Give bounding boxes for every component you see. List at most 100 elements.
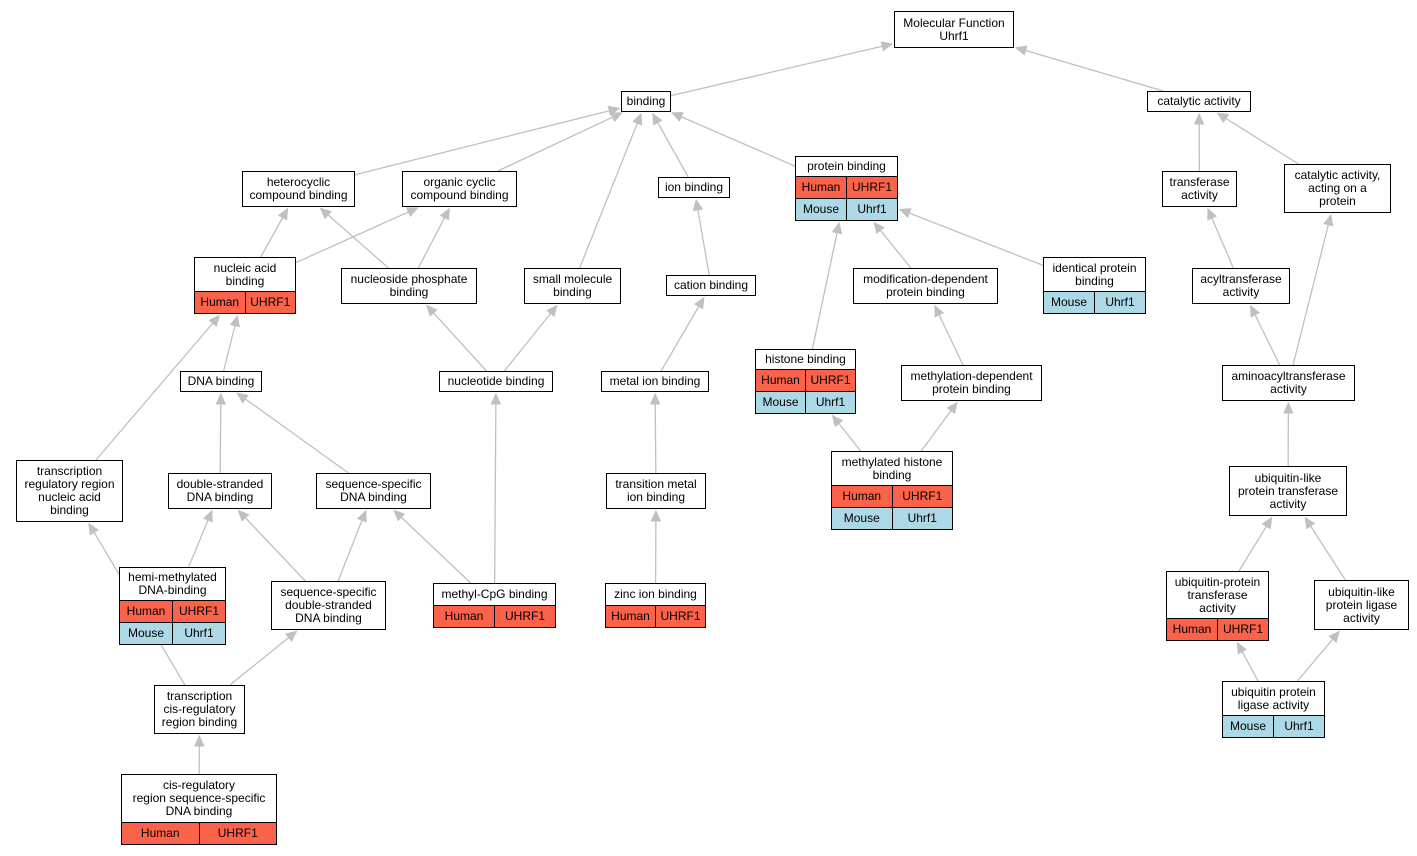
go-term-label: transcription cis-regulatory region bind…: [161, 689, 238, 729]
arrowhead-methdep-to-moddep: [934, 304, 945, 318]
annotation-gene: Uhrf1: [1273, 716, 1324, 737]
arrowhead-smallmol-to-binding: [632, 112, 643, 126]
edge-dna-to-nucleic: [222, 325, 236, 372]
arrowhead-ssdna-to-dna: [236, 392, 249, 404]
go-term-label: ubiquitin-protein transferase activity: [1174, 574, 1261, 615]
go-term-node-dsdna: double-stranded DNA binding: [168, 473, 272, 509]
go-term-node-metal: metal ion binding: [601, 371, 709, 392]
arrowhead-methhist-to-methdep: [946, 401, 958, 415]
edge-smallmol-to-binding: [579, 122, 638, 269]
go-term-label: organic cyclic compound binding: [410, 175, 509, 202]
annotation-species: Human: [1172, 622, 1212, 636]
edge-ubprotligase-to-ubprottrans: [1241, 651, 1259, 682]
go-term-node-nucleoside: nucleoside phosphate binding: [341, 268, 477, 304]
annotation-species: Mouse: [843, 511, 880, 525]
edge-histone-to-protein: [811, 232, 838, 350]
arrowhead-nucleotide-to-smallmol: [546, 304, 558, 318]
annotation-gene: Uhrf1: [846, 199, 897, 220]
go-term-label: ubiquitin-like protein transferase activ…: [1237, 470, 1339, 511]
edge-binding-to-mf: [670, 45, 883, 97]
arrowhead-transcis-to-ssdsdna: [285, 630, 298, 642]
go-term-node-ion: ion binding: [658, 177, 730, 198]
go-term-node-nucleotide: nucleotide binding: [439, 371, 553, 392]
edge-ubprottrans-to-ubllike: [1238, 525, 1267, 572]
annotation-species: Human: [200, 295, 240, 309]
arrowhead-metal-to-cation: [694, 296, 705, 310]
arrowhead-catalytic-to-mf: [1014, 45, 1028, 56]
go-term-label: double-stranded DNA binding: [176, 477, 264, 504]
arrowhead-transferase-to-catalytic: [1193, 112, 1205, 125]
edge-ssdsdna-to-ssdna: [337, 519, 363, 582]
arrowhead-aminoacyl-to-catprotein: [1323, 213, 1334, 227]
arrowhead-organic-to-binding: [610, 112, 623, 123]
edge-nucleoside-to-organic: [417, 217, 446, 269]
go-term-node-transferase: transferase activity: [1162, 171, 1237, 207]
edge-methcpg-to-nucleotide: [494, 403, 497, 584]
arrowhead-trreg-to-nucleic: [208, 314, 221, 327]
go-term-label: modification-dependent protein binding: [863, 272, 988, 299]
edge-methhist-to-methdep: [920, 410, 952, 452]
annotation-gene: UHRF1: [655, 606, 705, 627]
annotation-species: Human: [761, 373, 800, 387]
go-term-label: ubiquitin protein ligase activity: [1231, 684, 1316, 712]
annotation-gene: Uhrf1: [891, 508, 953, 529]
arrowhead-nucleoside-to-organic: [439, 207, 450, 221]
annotation-gene: UHRF1: [1217, 619, 1268, 640]
go-term-label: Molecular Function Uhrf1: [903, 15, 1005, 43]
arrowhead-transmetal-to-metal: [649, 392, 661, 405]
go-term-label: zinc ion binding: [614, 587, 697, 601]
arrowhead-catprotein-to-catalytic: [1216, 112, 1230, 124]
arrowhead-moddep-to-protein: [873, 221, 885, 235]
edge-methdep-to-moddep: [938, 314, 964, 366]
go-term-node-cisreg: cis-regulatory region sequence-specific …: [121, 774, 277, 845]
go-term-label: protein binding: [807, 159, 886, 173]
edge-ubprotligase-to-ubligase: [1297, 638, 1334, 682]
go-term-label: sequence-specific double-stranded DNA bi…: [280, 585, 377, 625]
annotation-gene: Uhrf1: [172, 623, 225, 644]
arrowhead-identical-to-protein: [898, 208, 912, 219]
edge-hemi-to-dsdna: [188, 519, 209, 568]
annotation-species: Human: [140, 826, 180, 840]
arrowhead-histone-to-protein: [831, 221, 843, 235]
go-term-label: cation binding: [673, 278, 749, 292]
edge-protein-to-binding: [680, 116, 796, 167]
arrowhead-methhist-to-histone: [831, 414, 844, 428]
annotation-row-human: Human UHRF1: [1167, 618, 1268, 640]
edge-cation-to-ion: [697, 209, 710, 276]
go-term-label: methylation-dependent protein binding: [910, 369, 1033, 396]
go-term-node-dna: DNA binding: [180, 371, 262, 392]
go-term-label: nucleoside phosphate binding: [350, 272, 468, 299]
go-term-label: methylated histone binding: [841, 454, 943, 482]
arrowhead-methcpg-to-nucleotide: [490, 392, 502, 405]
arrowhead-aminoacyl-to-acyl: [1250, 304, 1261, 318]
edge-dsdna-to-dna: [219, 403, 222, 474]
edge-catprotein-to-catalytic: [1225, 117, 1299, 165]
arrowhead-ion-to-binding: [652, 112, 663, 126]
annotation-species: Mouse: [1229, 719, 1267, 733]
edge-nucleic-to-heterocyclic: [260, 217, 284, 258]
arrowhead-protein-to-binding: [670, 112, 684, 122]
go-term-label: acyltransferase activity: [1200, 272, 1282, 299]
annotation-species: Human: [611, 609, 650, 623]
go-term-node-transcis: transcription cis-regulatory region bind…: [154, 685, 245, 734]
edge-identical-to-protein: [908, 212, 1044, 266]
edge-organic-to-binding: [497, 116, 614, 172]
go-term-label: transition metal ion binding: [615, 477, 697, 504]
go-term-label: nucleotide binding: [447, 374, 545, 388]
arrowhead-transcis-to-trreg: [88, 522, 99, 536]
annotation-species: Human: [126, 604, 166, 618]
go-term-node-ubligase: ubiquitin-like protein ligase activity: [1314, 580, 1409, 630]
go-term-node-moddep: modification-dependent protein binding: [853, 268, 998, 304]
go-term-node-catalytic: catalytic activity: [1147, 91, 1251, 112]
annotation-gene: UHRF1: [494, 606, 555, 627]
edge-aminoacyl-to-acyl: [1254, 314, 1281, 366]
